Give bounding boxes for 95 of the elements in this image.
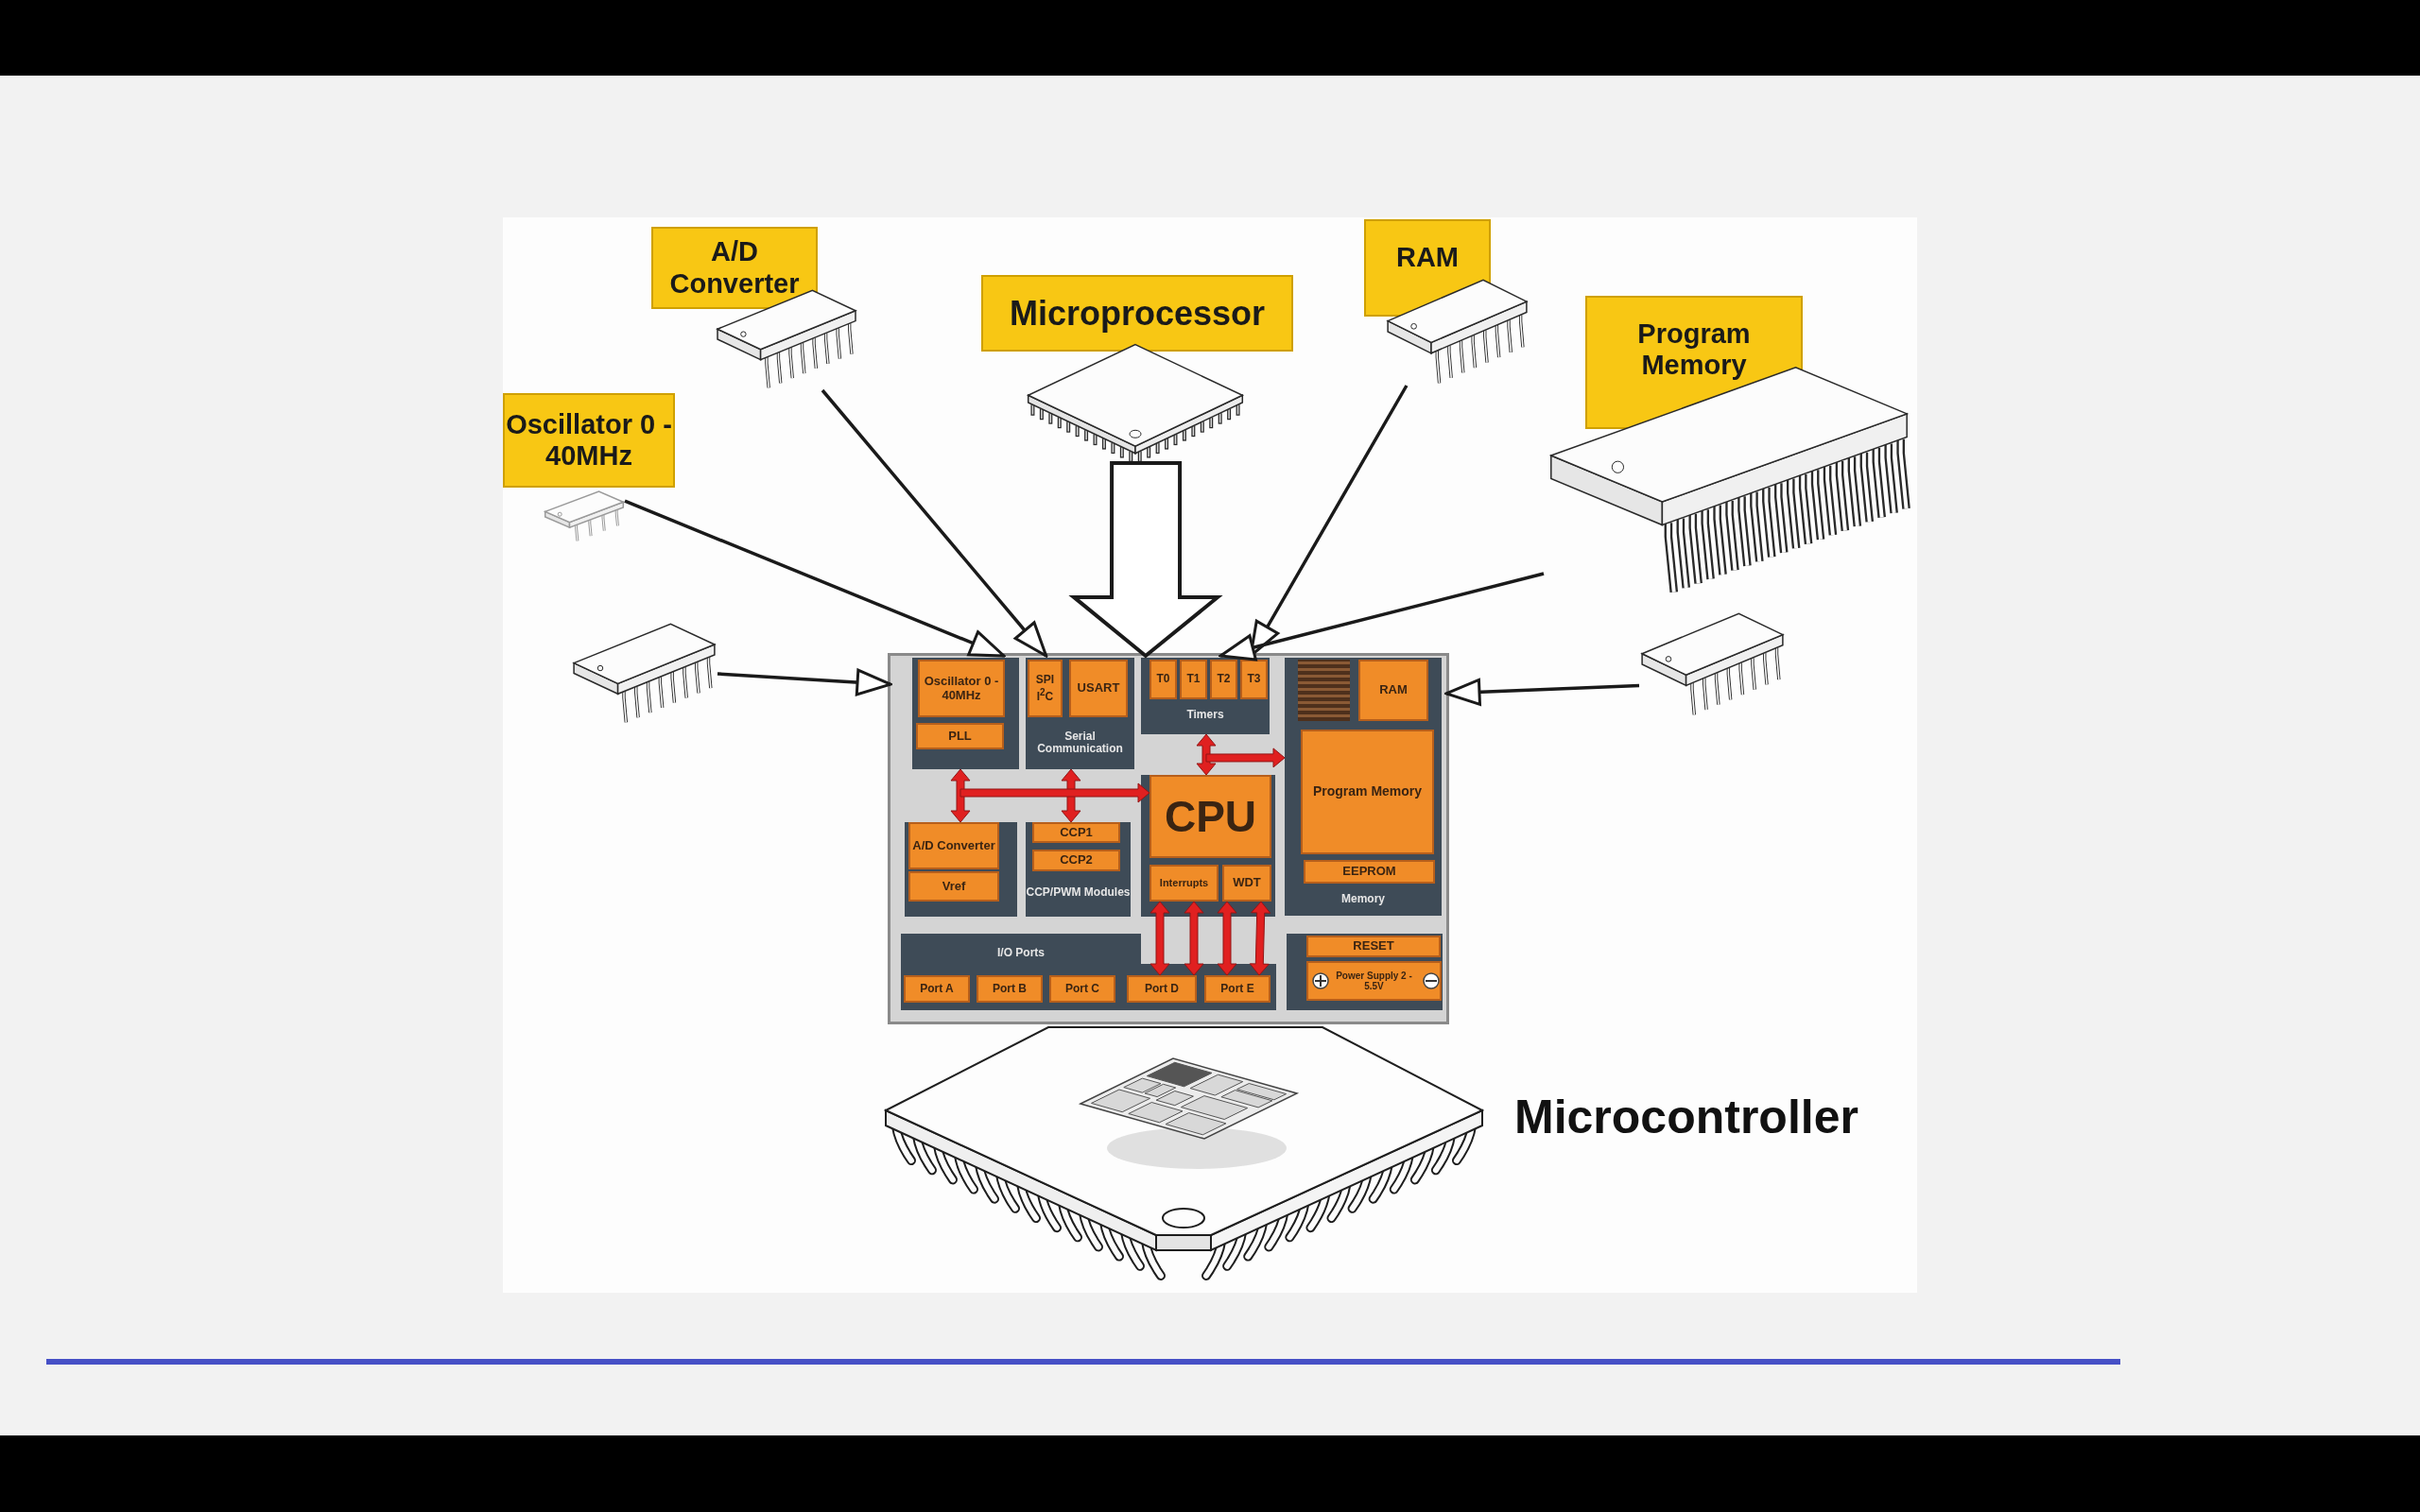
bus-arrow bbox=[1061, 768, 1081, 823]
module-label: Port E bbox=[1220, 982, 1254, 996]
module-block bbox=[1049, 975, 1115, 1003]
module-block bbox=[1222, 865, 1271, 902]
module-block bbox=[977, 975, 1043, 1003]
module-label: T2 bbox=[1217, 673, 1231, 686]
module-label: USART bbox=[1077, 681, 1120, 696]
dip-chip-drawing bbox=[1385, 278, 1530, 386]
module-block bbox=[1304, 860, 1435, 884]
module-label: CCP1 bbox=[1060, 825, 1093, 840]
microcontroller-block-diagram bbox=[890, 656, 1446, 1022]
module-group bbox=[1141, 775, 1275, 917]
arrow bbox=[821, 388, 1048, 658]
module-block bbox=[918, 660, 1005, 717]
module-group bbox=[1285, 658, 1442, 916]
module-group bbox=[1287, 934, 1443, 1010]
group-label: Serial Communication bbox=[1036, 730, 1124, 756]
module-block bbox=[1150, 775, 1271, 858]
module-block bbox=[1210, 660, 1237, 699]
bus-arrow bbox=[1150, 901, 1170, 976]
chip-name: Microcontroller bbox=[1514, 1090, 1858, 1144]
module-block bbox=[1032, 850, 1120, 871]
module-group bbox=[901, 934, 1276, 1010]
module-group bbox=[912, 658, 1019, 769]
module-block bbox=[1028, 660, 1063, 717]
module-label: Vref bbox=[942, 879, 966, 894]
qfp-chip-drawing bbox=[1024, 342, 1247, 463]
module-label: Program Memory bbox=[1312, 784, 1423, 799]
bus-arrow bbox=[1184, 901, 1204, 976]
label-box bbox=[503, 393, 675, 488]
module-label: Oscillator 0 - 40MHz bbox=[923, 675, 1000, 702]
group-label: I/O Ports bbox=[997, 947, 1045, 960]
label-text: Program Memory bbox=[1636, 318, 1752, 382]
module-label: RESET bbox=[1353, 939, 1394, 954]
label-box bbox=[981, 275, 1293, 352]
module-label: Port C bbox=[1065, 982, 1099, 996]
module-label: T0 bbox=[1156, 673, 1170, 686]
module-block bbox=[1150, 865, 1219, 902]
group-label: CCP/PWM Modules bbox=[1026, 886, 1131, 900]
bus-arrow bbox=[1249, 901, 1271, 976]
module-block bbox=[1127, 975, 1197, 1003]
module-group bbox=[1141, 658, 1270, 734]
module-group bbox=[1026, 822, 1131, 917]
arrow bbox=[1219, 572, 1545, 662]
module-block bbox=[1306, 936, 1441, 957]
module-block bbox=[1240, 660, 1268, 699]
module-label: RAM bbox=[1379, 683, 1408, 697]
module-block bbox=[1069, 660, 1128, 717]
module-block bbox=[904, 975, 970, 1003]
module-block bbox=[1180, 660, 1207, 699]
module-label: T1 bbox=[1186, 673, 1201, 686]
bus-arrow bbox=[1196, 733, 1217, 776]
arrow bbox=[624, 499, 1006, 658]
module-label: Port B bbox=[993, 982, 1027, 996]
label-text: RAM bbox=[1395, 242, 1459, 274]
bus-arrow bbox=[1217, 901, 1237, 976]
module-label: WDT bbox=[1233, 876, 1261, 890]
group-label: Memory bbox=[1341, 892, 1385, 906]
module-label: CCP2 bbox=[1060, 853, 1093, 868]
module-label: Port D bbox=[1145, 982, 1179, 996]
group-label: Timers bbox=[1186, 708, 1224, 722]
module-label: CPU bbox=[1164, 792, 1257, 841]
block-arrow bbox=[1068, 461, 1223, 659]
hatched-block bbox=[1298, 660, 1350, 721]
label-text: Oscillator 0 - 40MHz bbox=[505, 408, 673, 472]
module-block bbox=[916, 723, 1004, 749]
bus-arrow bbox=[950, 768, 971, 823]
module-block bbox=[908, 871, 999, 902]
module-block bbox=[1358, 660, 1428, 721]
dip-chip-drawing bbox=[544, 490, 625, 543]
label-text: Microprocessor bbox=[1009, 293, 1266, 334]
module-label: Interrupts bbox=[1159, 877, 1209, 889]
bus-arrow bbox=[959, 782, 1150, 803]
arrow bbox=[1444, 678, 1640, 706]
module-block bbox=[1306, 961, 1442, 1001]
module-label: EEPROM bbox=[1342, 865, 1396, 879]
label-box bbox=[651, 227, 818, 309]
module-block bbox=[1301, 730, 1434, 854]
module-label: Port A bbox=[920, 982, 954, 996]
module-group bbox=[1026, 658, 1134, 769]
arrow bbox=[717, 668, 892, 696]
module-block bbox=[1150, 660, 1177, 699]
label-text: A/D Converter bbox=[668, 236, 801, 300]
dip-chip-drawing bbox=[571, 622, 717, 725]
module-label: SPI I$^{2}$C bbox=[1034, 674, 1056, 703]
module-block bbox=[1032, 822, 1120, 843]
dip-chip-drawing bbox=[1639, 611, 1786, 717]
module-group bbox=[905, 822, 1017, 917]
module-label: A/D Converter bbox=[912, 838, 995, 853]
module-label: Power Supply 2 - 5.5V bbox=[1335, 971, 1413, 991]
module-block bbox=[1204, 975, 1270, 1003]
module-block bbox=[908, 822, 999, 869]
module-label: PLL bbox=[948, 729, 972, 744]
bus-arrow bbox=[1205, 747, 1286, 768]
module-label: T3 bbox=[1247, 673, 1261, 686]
